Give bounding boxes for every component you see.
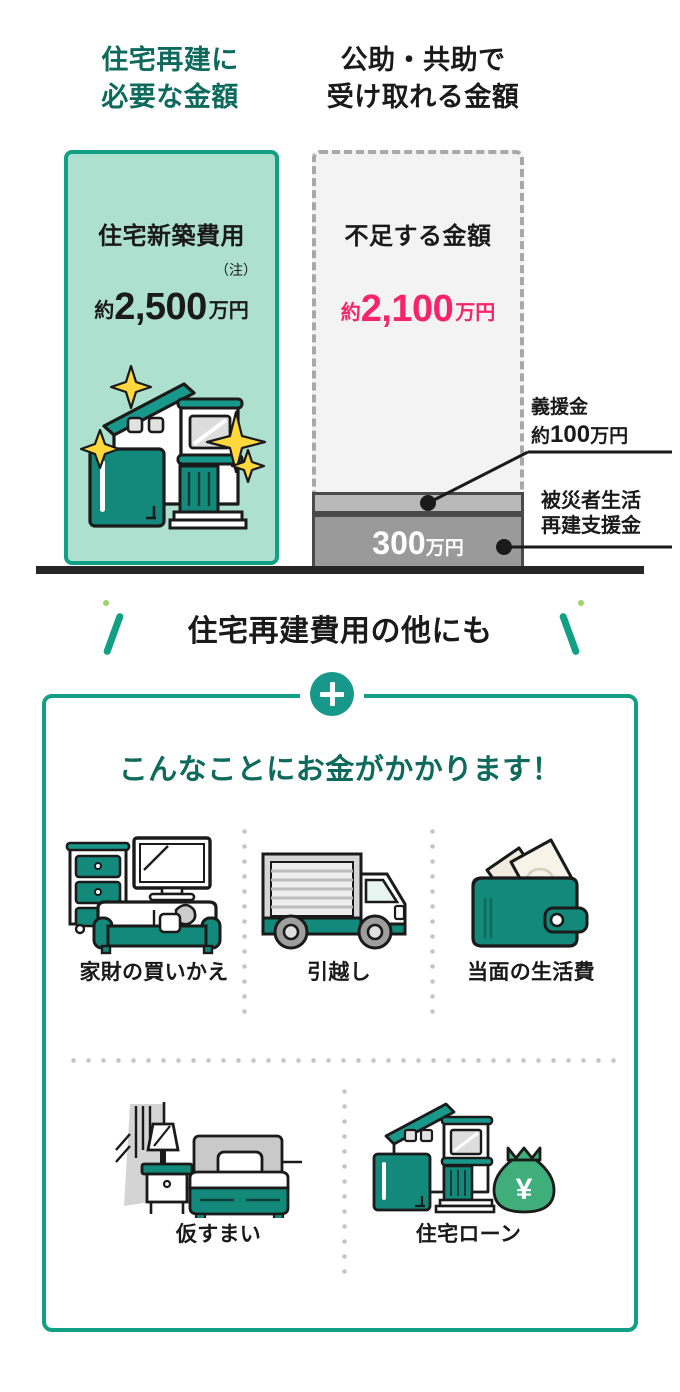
chart-heading-received-line1: 公助・共助で bbox=[340, 45, 506, 75]
leader-dot bbox=[420, 495, 436, 511]
needed-amount-number: 2,500 bbox=[114, 286, 207, 328]
cost-item-mortgage: ¥ 住宅ローン bbox=[356, 1088, 581, 1248]
callout-leader-lines bbox=[420, 450, 672, 555]
chart-heading-needed-line1: 住宅再建に bbox=[101, 45, 239, 75]
cost-item-living-expenses: 当面の生活費 bbox=[436, 826, 626, 986]
cost-item-label: 仮すまい bbox=[175, 1223, 262, 1246]
plus-badge-icon bbox=[310, 672, 354, 716]
sparkle-icon bbox=[205, 410, 267, 474]
callout-donation-prefix: 約 bbox=[531, 425, 551, 447]
bar-support-unit: 万円 bbox=[425, 538, 464, 559]
divider-horizontal bbox=[66, 1058, 622, 1063]
needed-amount-prefix: 約 bbox=[94, 300, 115, 322]
bar-donation-money bbox=[312, 492, 524, 514]
banner-dot-left-icon bbox=[103, 600, 109, 606]
cost-item-label: 引越し bbox=[307, 961, 371, 984]
house-money-icon: ¥ bbox=[356, 1088, 581, 1218]
chart-baseline bbox=[36, 566, 644, 574]
cost-item-moving: 引越し bbox=[249, 826, 429, 986]
section-banner: 住宅再建費用の他にも bbox=[0, 596, 680, 666]
bar-support-number: 300 bbox=[372, 525, 426, 561]
callout-donation-unit: 万円 bbox=[590, 425, 629, 447]
banner-title: 住宅再建費用の他にも bbox=[187, 615, 493, 648]
footnote-marker: （注） bbox=[215, 262, 257, 278]
callout-support-money: 被災者生活 再建支援金 bbox=[541, 489, 641, 539]
callout-donation-name: 義援金 bbox=[531, 397, 589, 418]
callout-support-line1: 被災者生活 bbox=[541, 490, 641, 512]
sparkle-icon bbox=[79, 428, 121, 470]
divider-vertical bbox=[430, 824, 435, 1024]
chart-heading-needed: 住宅再建に 必要な金額 bbox=[55, 42, 285, 117]
chart-heading-received-line2: 受け取れる金額 bbox=[326, 82, 520, 113]
cost-comparison-chart: 住宅再建に 必要な金額 公助・共助で 受け取れる金額 住宅新築費用 （注） 約2… bbox=[0, 0, 680, 580]
needed-amount-unit: 万円 bbox=[208, 300, 249, 322]
cost-item-temporary-housing: 仮すまい bbox=[106, 1088, 331, 1248]
needed-amount-label: 住宅新築費用 bbox=[98, 223, 245, 250]
divider-vertical bbox=[342, 1084, 347, 1284]
leader-dot bbox=[496, 539, 512, 555]
cost-item-label: 家財の買いかえ bbox=[79, 961, 229, 984]
sparkle-icon bbox=[109, 364, 153, 410]
shortfall-amount-prefix: 約 bbox=[340, 302, 361, 324]
chart-heading-received: 公助・共助で 受け取れる金額 bbox=[298, 42, 548, 117]
shortfall-amount-unit: 万円 bbox=[455, 302, 496, 324]
callout-donation-amount: 約100万円 bbox=[531, 420, 628, 450]
svg-text:¥: ¥ bbox=[516, 1173, 533, 1206]
cost-item-label: 住宅ローン bbox=[415, 1223, 522, 1246]
additional-costs-card: こんなことにお金がかかります！ bbox=[42, 694, 638, 1332]
callout-donation-money: 義援金 約100万円 bbox=[531, 396, 628, 450]
divider-vertical bbox=[242, 824, 247, 1024]
cost-item-label: 当面の生活費 bbox=[467, 961, 595, 984]
shortfall-label: 不足する金額 bbox=[344, 223, 492, 250]
furniture-icon bbox=[64, 826, 244, 956]
sparkle-icon bbox=[230, 448, 266, 484]
card-title: こんなことにお金がかかります！ bbox=[118, 754, 562, 786]
new-house-icon bbox=[79, 364, 267, 530]
chart-heading-needed-line2: 必要な金額 bbox=[101, 82, 239, 113]
moving-truck-icon bbox=[249, 826, 429, 956]
bed-icon bbox=[106, 1088, 331, 1222]
callout-support-line2: 再建支援金 bbox=[541, 515, 641, 537]
bar-support-amount: 300万円 bbox=[315, 525, 521, 562]
shortfall-amount-number: 2,100 bbox=[360, 288, 454, 330]
cost-item-furniture: 家財の買いかえ bbox=[64, 826, 244, 986]
bar-disaster-victim-support: 300万円 bbox=[312, 514, 524, 571]
wallet-icon bbox=[436, 826, 626, 956]
callout-donation-number: 100 bbox=[550, 420, 591, 448]
banner-dot-right-icon bbox=[578, 600, 584, 606]
